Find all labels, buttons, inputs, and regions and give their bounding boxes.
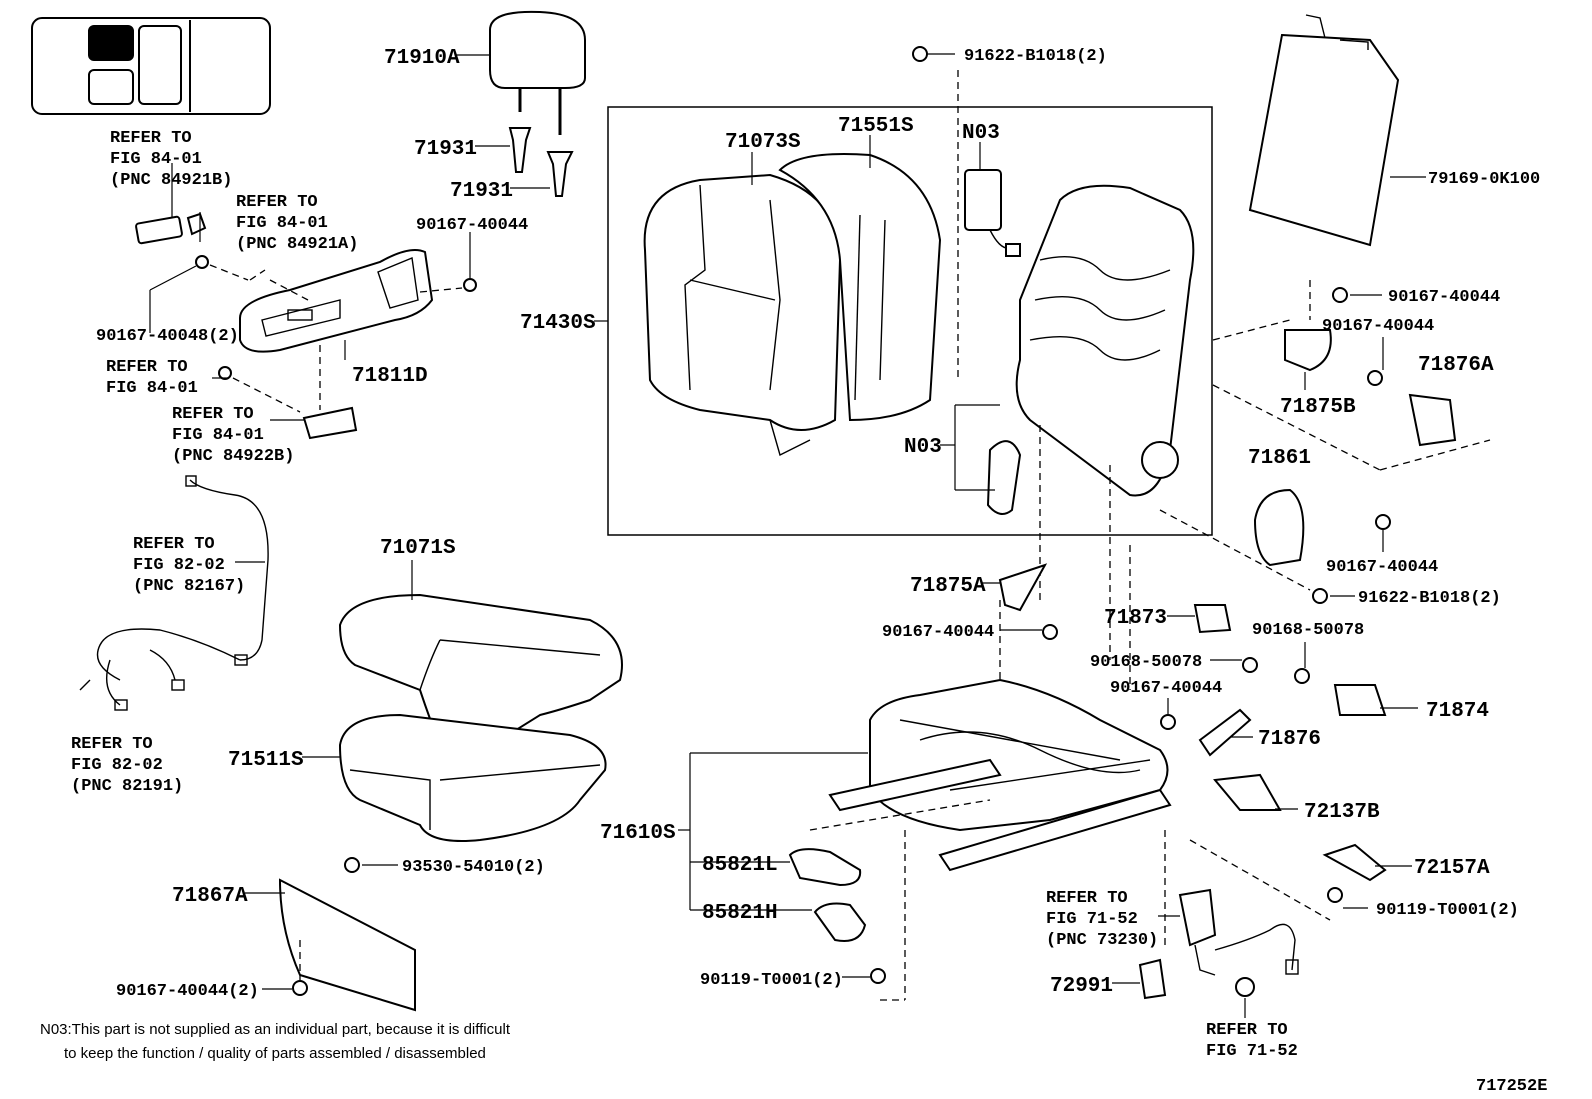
label-bolt-40048: 90167-40048(2): [96, 327, 239, 346]
svg-text:FIG 84-01: FIG 84-01: [106, 379, 198, 398]
label-bolt-40044-right-1: 90167-40044: [1388, 288, 1500, 307]
svg-text:REFER TO: REFER TO: [172, 405, 254, 424]
svg-text:REFER TO: REFER TO: [110, 129, 192, 148]
figure-code: 717252E: [1476, 1077, 1547, 1096]
footnote-line-2: to keep the function / quality of parts …: [64, 1045, 486, 1062]
label-bolt-40044-right-2: 90167-40044: [1322, 317, 1434, 336]
seat-adjuster-illustration: [788, 678, 1172, 942]
label-board-panel: 79169-0K100: [1428, 170, 1540, 189]
label-shield-outer: 71811D: [352, 365, 428, 388]
label-headrest: 71910A: [384, 47, 460, 70]
svg-text:REFER TO: REFER TO: [236, 193, 318, 212]
ref-knob: REFER TO FIG 84-01: [106, 358, 198, 398]
svg-text:(PNC 84922B): (PNC 84922B): [172, 447, 294, 466]
label-n03-lower: N03: [904, 436, 942, 459]
headrest-illustration: [489, 10, 586, 197]
seat-locator-thumbnail: [31, 17, 271, 115]
outer-shield-illustration: [218, 249, 477, 440]
label-cushion-cover: 71071S: [380, 537, 456, 560]
seat-back-cover-illustration: [643, 153, 942, 457]
svg-text:FIG 82-02: FIG 82-02: [133, 556, 225, 575]
label-back-assy: 71430S: [520, 312, 596, 335]
label-back-pad: 71551S: [838, 115, 914, 138]
svg-text:REFER TO: REFER TO: [133, 535, 215, 554]
ref-wire-a: REFER TO FIG 82-02 (PNC 82167): [133, 535, 245, 596]
seat-back-frame-illustration: [964, 169, 1195, 515]
label-n03-upper: N03: [962, 122, 1000, 145]
label-bolt-t0001-right: 90119-T0001(2): [1376, 901, 1519, 920]
svg-text:FIG 84-01: FIG 84-01: [110, 150, 202, 169]
switch-knob-illustration: [135, 212, 209, 269]
svg-text:(PNC 84921A): (PNC 84921A): [236, 235, 358, 254]
ref-belt: REFER TO FIG 71-52 (PNC 73230): [1046, 889, 1158, 950]
label-bracket-71874: 71874: [1426, 700, 1489, 723]
svg-text:FIG 82-02: FIG 82-02: [71, 756, 163, 775]
label-bolt-50078-right: 90168-50078: [1252, 621, 1364, 640]
label-motor-h: 85821H: [702, 902, 778, 925]
label-bolt-b1018-right: 91622-B1018(2): [1358, 589, 1501, 608]
label-bolt-40044-right-3: 90167-40044: [1326, 558, 1438, 577]
svg-text:(PNC 73230): (PNC 73230): [1046, 931, 1158, 950]
label-guide-1: 71931: [414, 138, 477, 161]
back-board-illustration: [1248, 14, 1400, 247]
svg-text:FIG 84-01: FIG 84-01: [236, 214, 328, 233]
svg-text:(PNC 82167): (PNC 82167): [133, 577, 245, 596]
label-bolt-t0001-bottom: 90119-T0001(2): [700, 971, 843, 990]
wire-harness-illustration: [79, 475, 269, 711]
label-cover-71873: 71873: [1104, 607, 1167, 630]
ref-wire-b: REFER TO FIG 82-02 (PNC 82191): [71, 735, 183, 796]
svg-text:(PNC 82191): (PNC 82191): [71, 777, 183, 796]
label-bolt-b1018-top: 91622-B1018(2): [964, 47, 1107, 66]
label-bolt-54010: 93530-54010(2): [402, 858, 545, 877]
svg-text:FIG 71-52: FIG 71-52: [1046, 910, 1138, 929]
right-covers-illustration: [1253, 287, 1457, 604]
label-bolt-40044-shield: 90167-40044: [416, 216, 528, 235]
svg-text:FIG 84-01: FIG 84-01: [172, 426, 264, 445]
footnote-line-1: N03:This part is not supplied as an indi…: [40, 1021, 511, 1038]
center-small-parts-illustration: [870, 563, 1387, 984]
label-insulator-72157a: 72157A: [1414, 857, 1490, 880]
label-bolt-50078-mid: 90168-50078: [1090, 653, 1202, 672]
seat-cushion-illustration: [338, 593, 623, 842]
ref-belt-nut: REFER TO FIG 71-52: [1206, 1021, 1298, 1061]
label-guide-2: 71931: [450, 180, 513, 203]
label-board-71867a: 71867A: [172, 885, 248, 908]
lower-board-illustration: [278, 857, 416, 1012]
label-adjuster-assy: 71610S: [600, 822, 676, 845]
ref-switch-b: REFER TO FIG 84-01 (PNC 84921A): [236, 193, 358, 254]
ref-switch-a: REFER TO FIG 84-01 (PNC 84921B): [110, 129, 232, 190]
label-bolt-40044-bottom: 90167-40044(2): [116, 982, 259, 1001]
bolt-b1018-top-illustration: [912, 46, 928, 62]
label-cover-71876a: 71876A: [1418, 354, 1494, 377]
label-cover-71875b: 71875B: [1280, 396, 1356, 419]
svg-text:(PNC 84921B): (PNC 84921B): [110, 171, 232, 190]
label-cover-71861: 71861: [1248, 447, 1311, 470]
label-cover-71875a: 71875A: [910, 575, 986, 598]
label-cushion-pad: 71511S: [228, 749, 304, 772]
label-insulator-72137b: 72137B: [1304, 801, 1380, 824]
label-back-cover: 71073S: [725, 131, 801, 154]
svg-text:FIG 71-52: FIG 71-52: [1206, 1042, 1298, 1061]
svg-text:REFER TO: REFER TO: [1206, 1021, 1288, 1040]
seat-belt-buckle-illustration: [1138, 888, 1299, 1000]
svg-text:REFER TO: REFER TO: [106, 358, 188, 377]
ref-switch-c: REFER TO FIG 84-01 (PNC 84922B): [172, 405, 294, 466]
svg-text:REFER TO: REFER TO: [1046, 889, 1128, 908]
label-cover-71876: 71876: [1258, 728, 1321, 751]
label-cover-72991: 72991: [1050, 975, 1113, 998]
label-bolt-40044-mid: 90167-40044: [882, 623, 994, 642]
svg-text:REFER TO: REFER TO: [71, 735, 153, 754]
label-motor-l: 85821L: [702, 854, 778, 877]
label-bolt-40044-mid2: 90167-40044: [1110, 679, 1222, 698]
